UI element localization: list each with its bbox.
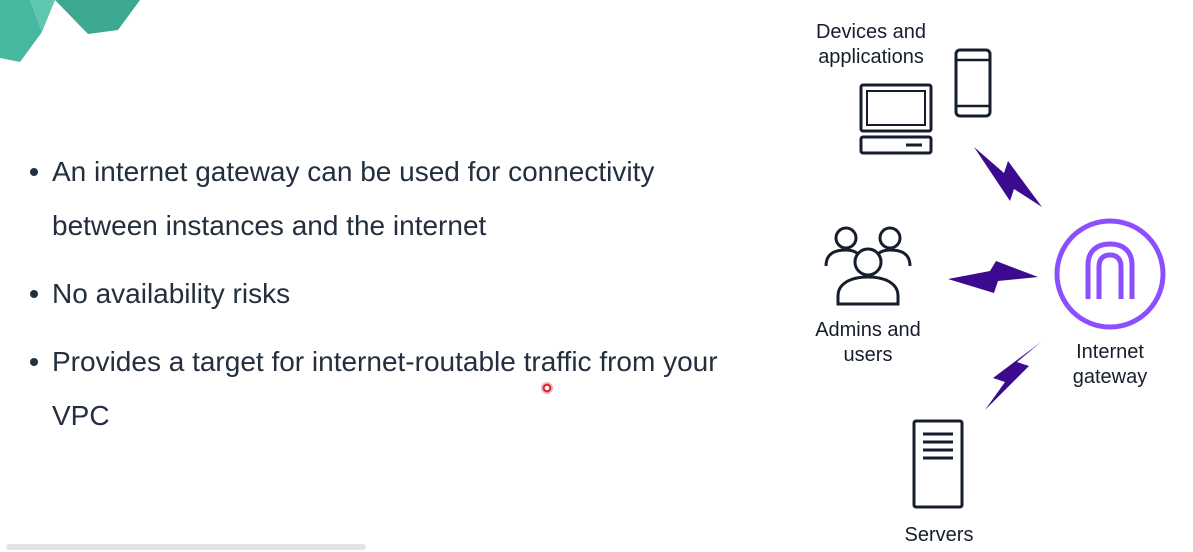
lightning-bolt-icon — [948, 261, 1038, 293]
users-icon — [824, 226, 912, 306]
phone-icon — [954, 48, 992, 118]
corner-decoration — [0, 0, 140, 62]
bullet-item: An internet gateway can be used for conn… — [28, 145, 722, 253]
bullet-list: An internet gateway can be used for conn… — [28, 145, 722, 457]
bullet-item: No availability risks — [28, 267, 722, 321]
internet-gateway-icon — [1054, 218, 1166, 330]
pointer-cursor — [541, 382, 553, 394]
architecture-diagram: Devices and applications Admins and user… — [780, 0, 1193, 552]
bullet-text: No availability risks — [52, 278, 291, 309]
admins-label: Admins and users — [815, 319, 921, 366]
bullet-item: Provides a target for internet-routable … — [28, 335, 722, 443]
lightning-bolt-icon — [974, 147, 1042, 207]
bullet-text: An internet gateway can be used for conn… — [52, 156, 655, 241]
bullet-text: Provides a target for internet-routable … — [52, 346, 718, 431]
lightning-bolt-icon — [985, 342, 1041, 410]
server-icon — [912, 419, 964, 509]
laptop-icon — [859, 83, 933, 155]
gateway-label: Internet gateway — [1072, 341, 1148, 388]
servers-label: Servers — [904, 524, 974, 546]
devices-label: Devices and applications — [815, 21, 927, 68]
footer-copyright — [6, 544, 366, 550]
